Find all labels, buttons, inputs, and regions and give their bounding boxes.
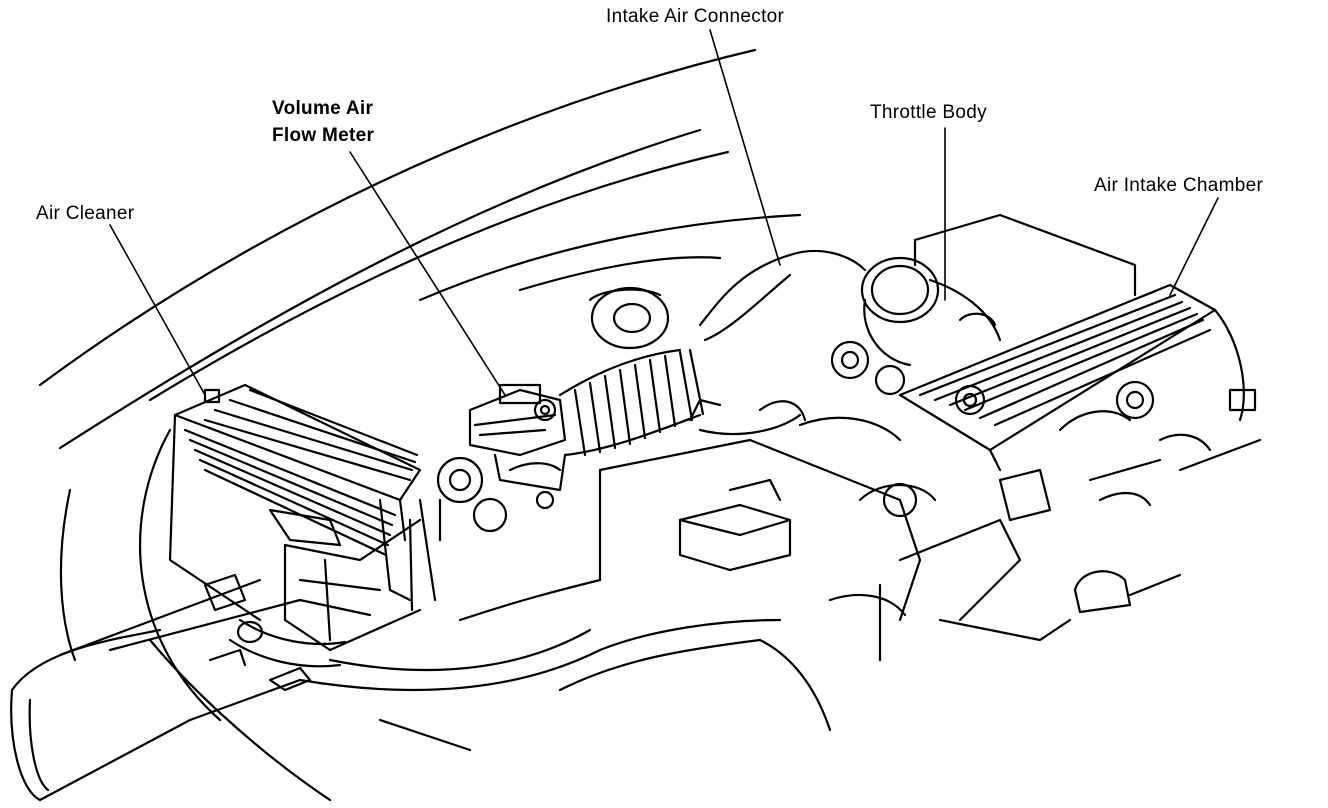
label-intake-air-connector: Intake Air Connector xyxy=(606,6,785,27)
label-throttle-body: Throttle Body xyxy=(870,102,987,123)
leader-intake-air-connector xyxy=(709,29,781,266)
callout-lines xyxy=(109,29,1219,396)
leader-air-intake-chamber xyxy=(1169,197,1219,296)
reservoir-cap xyxy=(588,286,670,350)
label-volume-air-flow-meter-line1: Volume Air xyxy=(272,98,374,119)
throttle-body xyxy=(830,213,1137,396)
fender-curves xyxy=(38,48,802,802)
leader-volume-air-flow-meter xyxy=(349,151,506,396)
intake-bellows xyxy=(558,249,867,457)
leader-air-cleaner xyxy=(109,224,206,396)
label-air-cleaner: Air Cleaner xyxy=(36,203,135,224)
engine-block xyxy=(598,398,1182,662)
air-cleaner-hose xyxy=(203,573,347,692)
volume-air-flow-meter xyxy=(436,383,567,542)
lower-hoses xyxy=(298,578,832,752)
front-air-duct xyxy=(10,578,302,802)
air-intake-chamber xyxy=(898,283,1262,472)
label-volume-air-flow-meter-line2: Flow Meter xyxy=(272,125,375,146)
label-air-intake-chamber: Air Intake Chamber xyxy=(1094,175,1264,196)
air-cleaner-box xyxy=(168,383,437,652)
